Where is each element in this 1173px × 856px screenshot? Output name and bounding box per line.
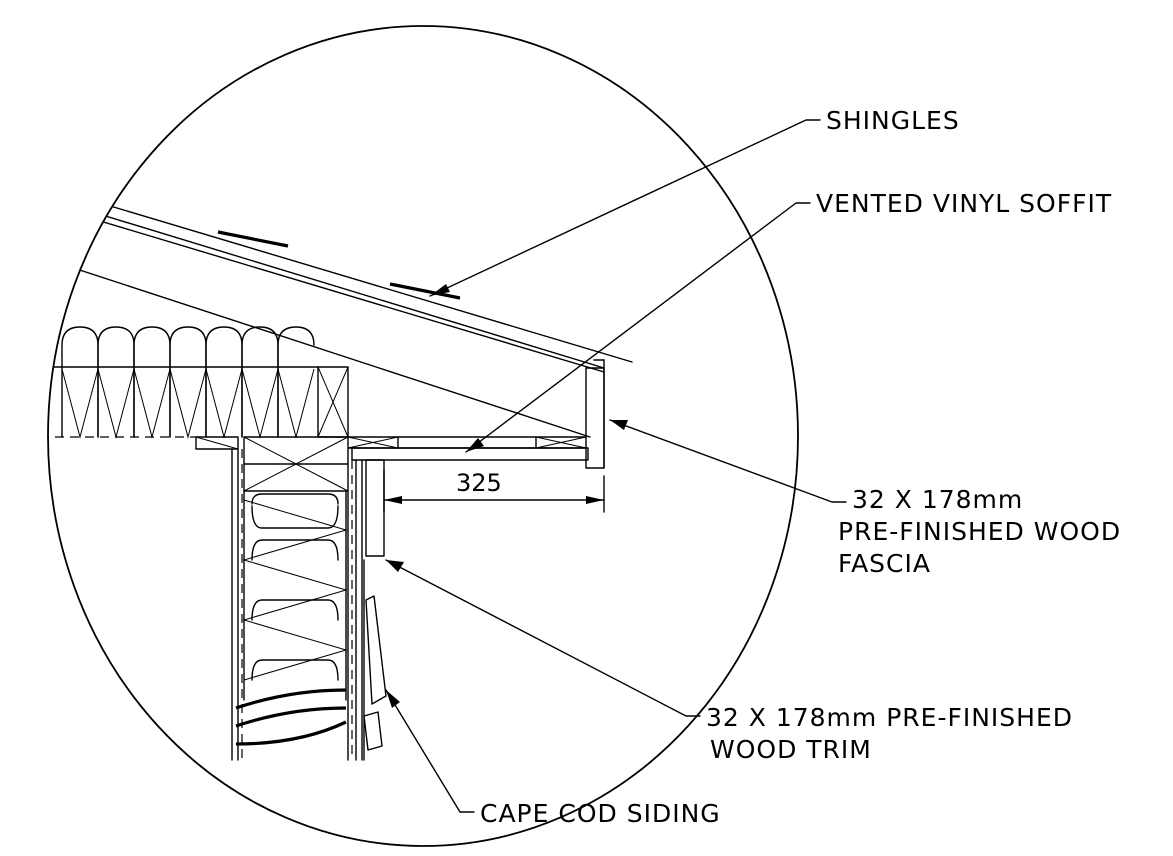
trim-board — [365, 459, 385, 557]
ceiling-insulation — [48, 326, 319, 439]
label-fascia-line2: PRE-FINISHED WOOD — [838, 517, 1121, 546]
label-trim-line2: WOOD TRIM — [710, 735, 872, 764]
label-shingles: SHINGLES — [826, 106, 960, 135]
construction-detail — [48, 184, 633, 761]
fascia-board — [585, 359, 605, 469]
label-fascia-line1: 32 X 178mm — [852, 485, 1023, 514]
soffit-framing — [347, 436, 589, 461]
overhang-dimension-value: 325 — [456, 469, 502, 497]
label-cape-cod-siding: CAPE COD SIDING — [480, 799, 721, 828]
roof-assembly — [48, 184, 633, 438]
exterior-wall — [231, 448, 363, 761]
detail-circle — [47, 25, 799, 847]
label-fascia-line3: FASCIA — [838, 549, 931, 578]
overhang-dimension: 325 — [383, 469, 605, 513]
label-vented-vinyl-soffit: VENTED VINYL SOFFIT — [816, 189, 1112, 218]
leader-lines — [385, 119, 847, 813]
cape-cod-siding — [363, 559, 387, 761]
top-plate — [195, 366, 349, 492]
label-trim-line1: 32 X 178mm PRE-FINISHED — [706, 703, 1073, 732]
